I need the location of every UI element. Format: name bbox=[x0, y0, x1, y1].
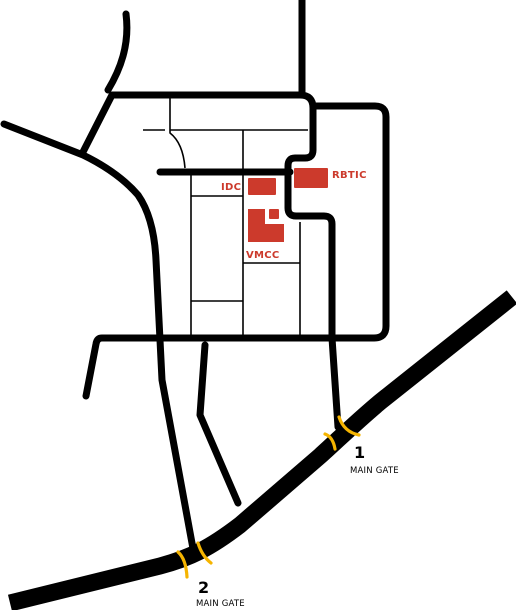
gate-1-number: 1 bbox=[354, 443, 365, 462]
building-rbtic[interactable] bbox=[294, 168, 328, 188]
road-inner-east bbox=[284, 102, 342, 431]
gate-2-bracket-left bbox=[176, 550, 189, 579]
gate-1-label: MAIN GATE bbox=[350, 466, 399, 476]
label-rbtic: RBTIC bbox=[332, 170, 367, 181]
building-vmcc[interactable] bbox=[248, 209, 284, 242]
building-vmcc-annex[interactable] bbox=[269, 209, 279, 219]
street-2 bbox=[169, 97, 186, 169]
gate-2-number: 2 bbox=[198, 578, 209, 597]
road-west bbox=[0, 120, 198, 558]
gate-1-marker[interactable] bbox=[323, 415, 361, 451]
road-campus-north bbox=[79, 91, 390, 400]
road-south-spur bbox=[196, 341, 242, 507]
label-vmcc: VMCC bbox=[246, 250, 280, 261]
gate-2-bracket-right bbox=[196, 541, 213, 565]
gate-1-bracket-right bbox=[337, 415, 361, 437]
road-northwest bbox=[104, 10, 131, 94]
label-idc: IDC bbox=[221, 182, 241, 193]
gate-2-label: MAIN GATE bbox=[196, 599, 245, 609]
building-idc[interactable] bbox=[248, 178, 276, 195]
gate-1-bracket-left bbox=[323, 432, 337, 451]
gate-2-marker[interactable] bbox=[176, 541, 213, 579]
highway bbox=[7, 290, 516, 610]
